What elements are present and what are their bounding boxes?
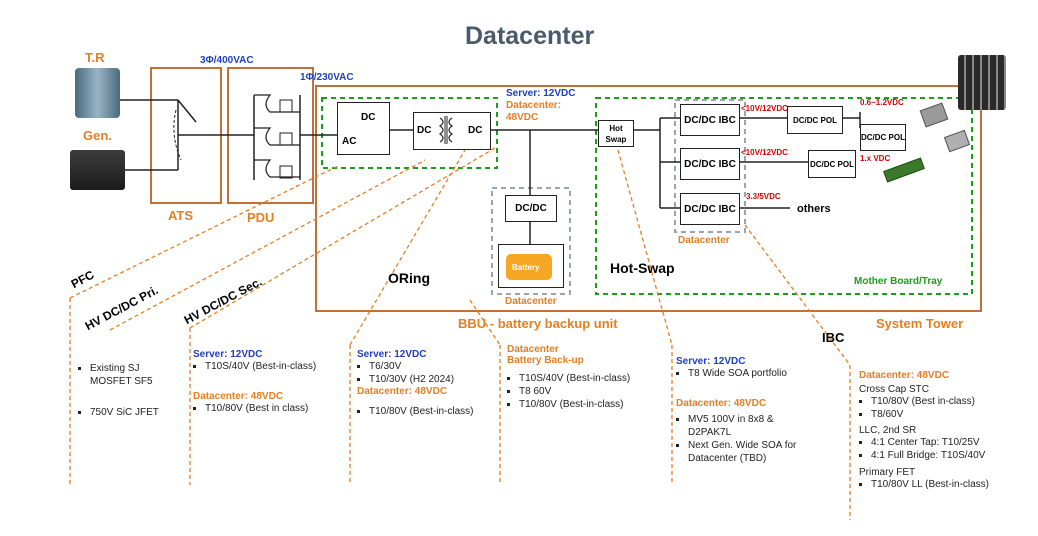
list-item: T10/30V (H2 2024) [369, 373, 473, 386]
battery-icon [506, 254, 552, 280]
list-item: T8 Wide SOA portfolio [688, 367, 816, 380]
mother-board-label: Mother Board/Tray [854, 276, 943, 287]
ibc-box-3: DC/DC IBC [680, 193, 740, 225]
list-item: T10/80V (Best in class) [205, 402, 316, 415]
hot-swap-box: Hot Swap [598, 120, 634, 147]
list-item: T10/80V LL (Best-in-class) [871, 478, 989, 491]
tr-label: T.R [85, 50, 105, 65]
ibc-datacenter-label: Datacenter [678, 235, 730, 246]
ac-label: AC [342, 136, 357, 147]
list-item: 750V SiC JFET [90, 406, 173, 419]
pol1-voltage: 0.6~1.2VDC [860, 98, 904, 107]
pol-box-1: DC/DC POL [787, 106, 843, 134]
dc-label-right: DC [468, 125, 483, 136]
acdc-converter [337, 102, 390, 155]
three-phase-label: 3Φ/400VAC [200, 55, 254, 66]
bbu-gray-box [491, 187, 571, 295]
ibc1-voltage: <10V/12VDC [741, 104, 788, 113]
gen-label: Gen. [83, 128, 112, 143]
list-item: Next Gen. Wide SOA for Datacenter (TBD) [688, 439, 816, 465]
list-item: T10/80V (Best-in-class) [369, 405, 473, 418]
system-tower-label: System Tower [876, 316, 964, 331]
ibc-gray-box [674, 99, 746, 233]
column-heading: Datacenter: 48VDC [676, 398, 767, 409]
bbu-dcdc-box: DC/DC [505, 195, 557, 222]
column-hot-swap: Server: 12VDC T8 Wide SOA portfolio Data… [676, 356, 816, 465]
column-heading: Server: 12VDC [193, 349, 263, 360]
column-pfc: Existing SJ MOSFET SF5 750V SiC JFET [78, 362, 173, 419]
ibc3-voltage: 3.3/5VDC [746, 192, 781, 201]
column-subheading: Cross Cap STC [859, 384, 930, 395]
column-hv-sec: Server: 12VDC T10S/40V (Best-in-class) D… [193, 349, 316, 415]
battery-label: Battery [512, 263, 540, 272]
column-heading: Battery Back-up [507, 355, 584, 366]
list-item: T10/80V (Best in-class) [871, 395, 989, 408]
ibc-box-1: DC/DC IBC [680, 104, 740, 136]
list-item: Existing SJ MOSFET SF5 [90, 362, 173, 388]
server-12vdc-label: Server: 12VDC [506, 88, 576, 99]
list-item: T10/80V (Best-in-class) [519, 398, 630, 411]
motherboard-green-box [595, 97, 973, 295]
oring-label: ORing [388, 270, 430, 286]
list-item: 4:1 Full Bridge: T10S/40V [871, 449, 989, 462]
datacenter-label: Datacenter: [506, 100, 562, 111]
list-item: T10S/40V (Best-in-class) [519, 372, 630, 385]
list-item: 4:1 Center Tap: T10/25V [871, 436, 989, 449]
pol-box-2: DC/DC POL [860, 124, 906, 151]
single-phase-label: 1Φ/230VAC [300, 72, 354, 83]
pdu-label: PDU [247, 210, 275, 225]
others-label: others [797, 203, 831, 215]
datacenter-48vdc-label: 48VDC [506, 112, 539, 123]
ibc-box-2: DC/DC IBC [680, 148, 740, 180]
column-ibc: Datacenter: 48VDC Cross Cap STC T10/80V … [859, 370, 989, 491]
oring-green-box [321, 97, 498, 169]
list-item: T10S/40V (Best-in-class) [205, 360, 316, 373]
column-bbu: Datacenter Battery Back-up T10S/40V (Bes… [507, 344, 630, 411]
dc-label-acdc: DC [361, 112, 376, 123]
hot-swap-label: Hot-Swap [610, 260, 675, 276]
page-title: Datacenter [465, 22, 595, 50]
column-subheading: Primary FET [859, 467, 916, 478]
column-heading: Datacenter: 48VDC [357, 386, 448, 397]
server-rack-icon [958, 55, 1006, 110]
ibc2-voltage: <10V/12VDC [741, 148, 788, 157]
system-tower-frame [315, 85, 982, 312]
list-item: T6/30V [369, 360, 473, 373]
bbu-label: BBU - battery backup unit [458, 316, 618, 331]
dc-label-left: DC [417, 125, 432, 136]
column-heading: Datacenter: 48VDC [193, 391, 284, 402]
pol2-voltage: 1.x VDC [860, 154, 891, 163]
ibc-label: IBC [822, 330, 845, 345]
list-item: MV5 100V in 8x8 & D2PAK7L [688, 413, 816, 439]
dcdc-isolated-converter [413, 112, 491, 150]
column-heading: Server: 12VDC [357, 349, 427, 360]
column-subheading: LLC, 2nd SR [859, 425, 917, 436]
column-heading: Server: 12VDC [676, 356, 746, 367]
pol-box-3: DC/DC POL [808, 150, 856, 178]
column-heading: Datacenter: 48VDC [859, 370, 950, 381]
column-heading: Datacenter [507, 344, 559, 355]
ats-label: ATS [168, 208, 194, 223]
generator-icon [70, 150, 125, 190]
bbu-datacenter-label: Datacenter [505, 296, 557, 307]
list-item: T8 60V [519, 385, 630, 398]
column-oring: Server: 12VDC T6/30V T10/30V (H2 2024) D… [357, 349, 473, 418]
list-item: T8/60V [871, 408, 989, 421]
transformer-icon [75, 68, 120, 118]
